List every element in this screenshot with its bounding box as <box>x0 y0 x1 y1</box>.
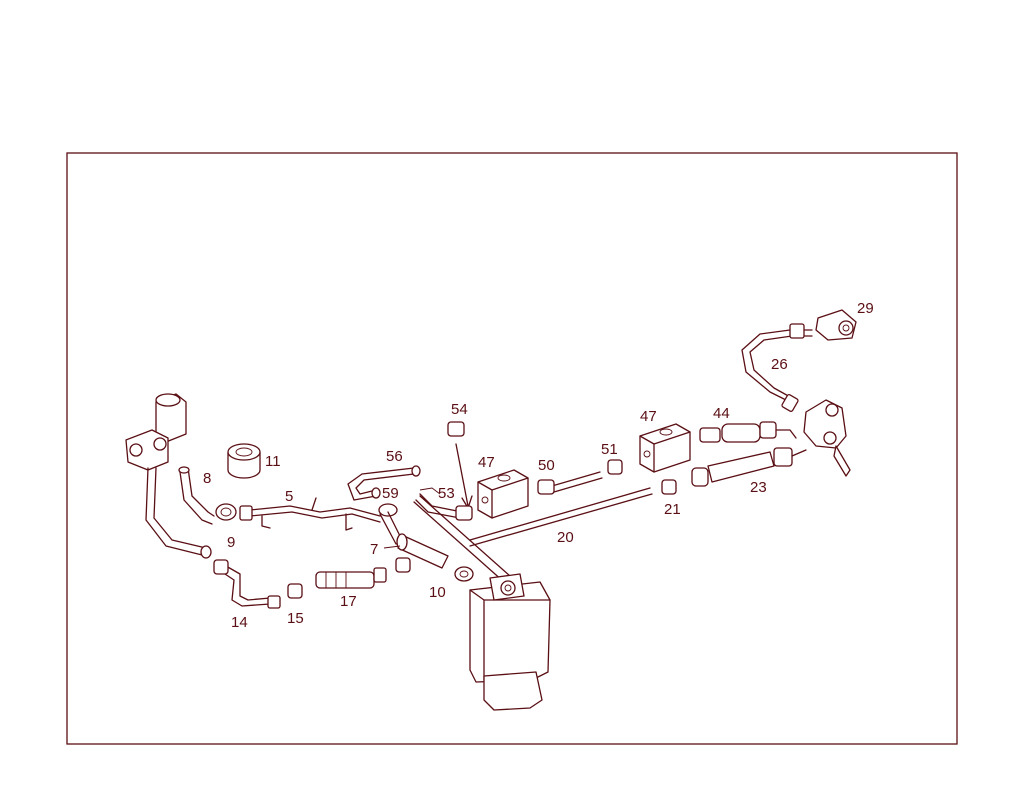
label-54: 54 <box>451 401 468 418</box>
leader-53 <box>419 487 441 495</box>
part-valve-right <box>803 399 851 477</box>
part-50-tube <box>537 471 603 495</box>
part-29-connector <box>815 309 857 341</box>
leader-7 <box>383 545 401 549</box>
part-10-clamp <box>454 566 474 582</box>
label-23: 23 <box>750 479 767 496</box>
part-21-fitting <box>661 479 677 495</box>
part-15-fitting <box>287 583 303 599</box>
part-pump-body <box>413 495 551 711</box>
label-56: 56 <box>386 448 403 465</box>
label-8: 8 <box>203 470 211 487</box>
label-26: 26 <box>771 356 788 373</box>
part-54-bolt <box>447 421 473 509</box>
part-9-clamp <box>215 503 237 521</box>
part-11-ring <box>227 443 261 479</box>
label-29: 29 <box>857 300 874 317</box>
part-23-hose <box>691 447 807 487</box>
label-47-left: 47 <box>478 454 495 471</box>
part-valve-left <box>125 393 212 559</box>
label-21: 21 <box>664 501 681 518</box>
label-14: 14 <box>231 614 248 631</box>
part-56-pipe <box>347 465 421 501</box>
label-47-right: 47 <box>640 408 657 425</box>
label-10: 10 <box>429 584 446 601</box>
label-20: 20 <box>557 529 574 546</box>
part-51-fitting <box>607 459 623 475</box>
part-47-block-right <box>639 423 691 473</box>
part-8-hose <box>178 466 215 525</box>
label-50: 50 <box>538 457 555 474</box>
diagram-frame <box>66 152 958 745</box>
part-17-fitting <box>315 557 411 589</box>
label-51: 51 <box>601 441 618 458</box>
label-59: 59 <box>382 485 399 502</box>
part-47-block-left <box>477 469 529 519</box>
part-14-pipe <box>213 559 281 609</box>
label-9: 9 <box>227 534 235 551</box>
part-26-pipe <box>741 323 813 412</box>
label-11: 11 <box>265 453 281 470</box>
part-5-pipe <box>239 497 381 531</box>
label-15: 15 <box>287 610 304 627</box>
label-17: 17 <box>340 593 357 610</box>
label-7: 7 <box>370 541 378 558</box>
label-44: 44 <box>713 405 730 422</box>
label-5: 5 <box>285 488 293 505</box>
part-44-hose <box>699 421 797 443</box>
part-7-tube <box>396 533 449 569</box>
label-53: 53 <box>438 485 455 502</box>
part-20-tube <box>469 487 653 547</box>
